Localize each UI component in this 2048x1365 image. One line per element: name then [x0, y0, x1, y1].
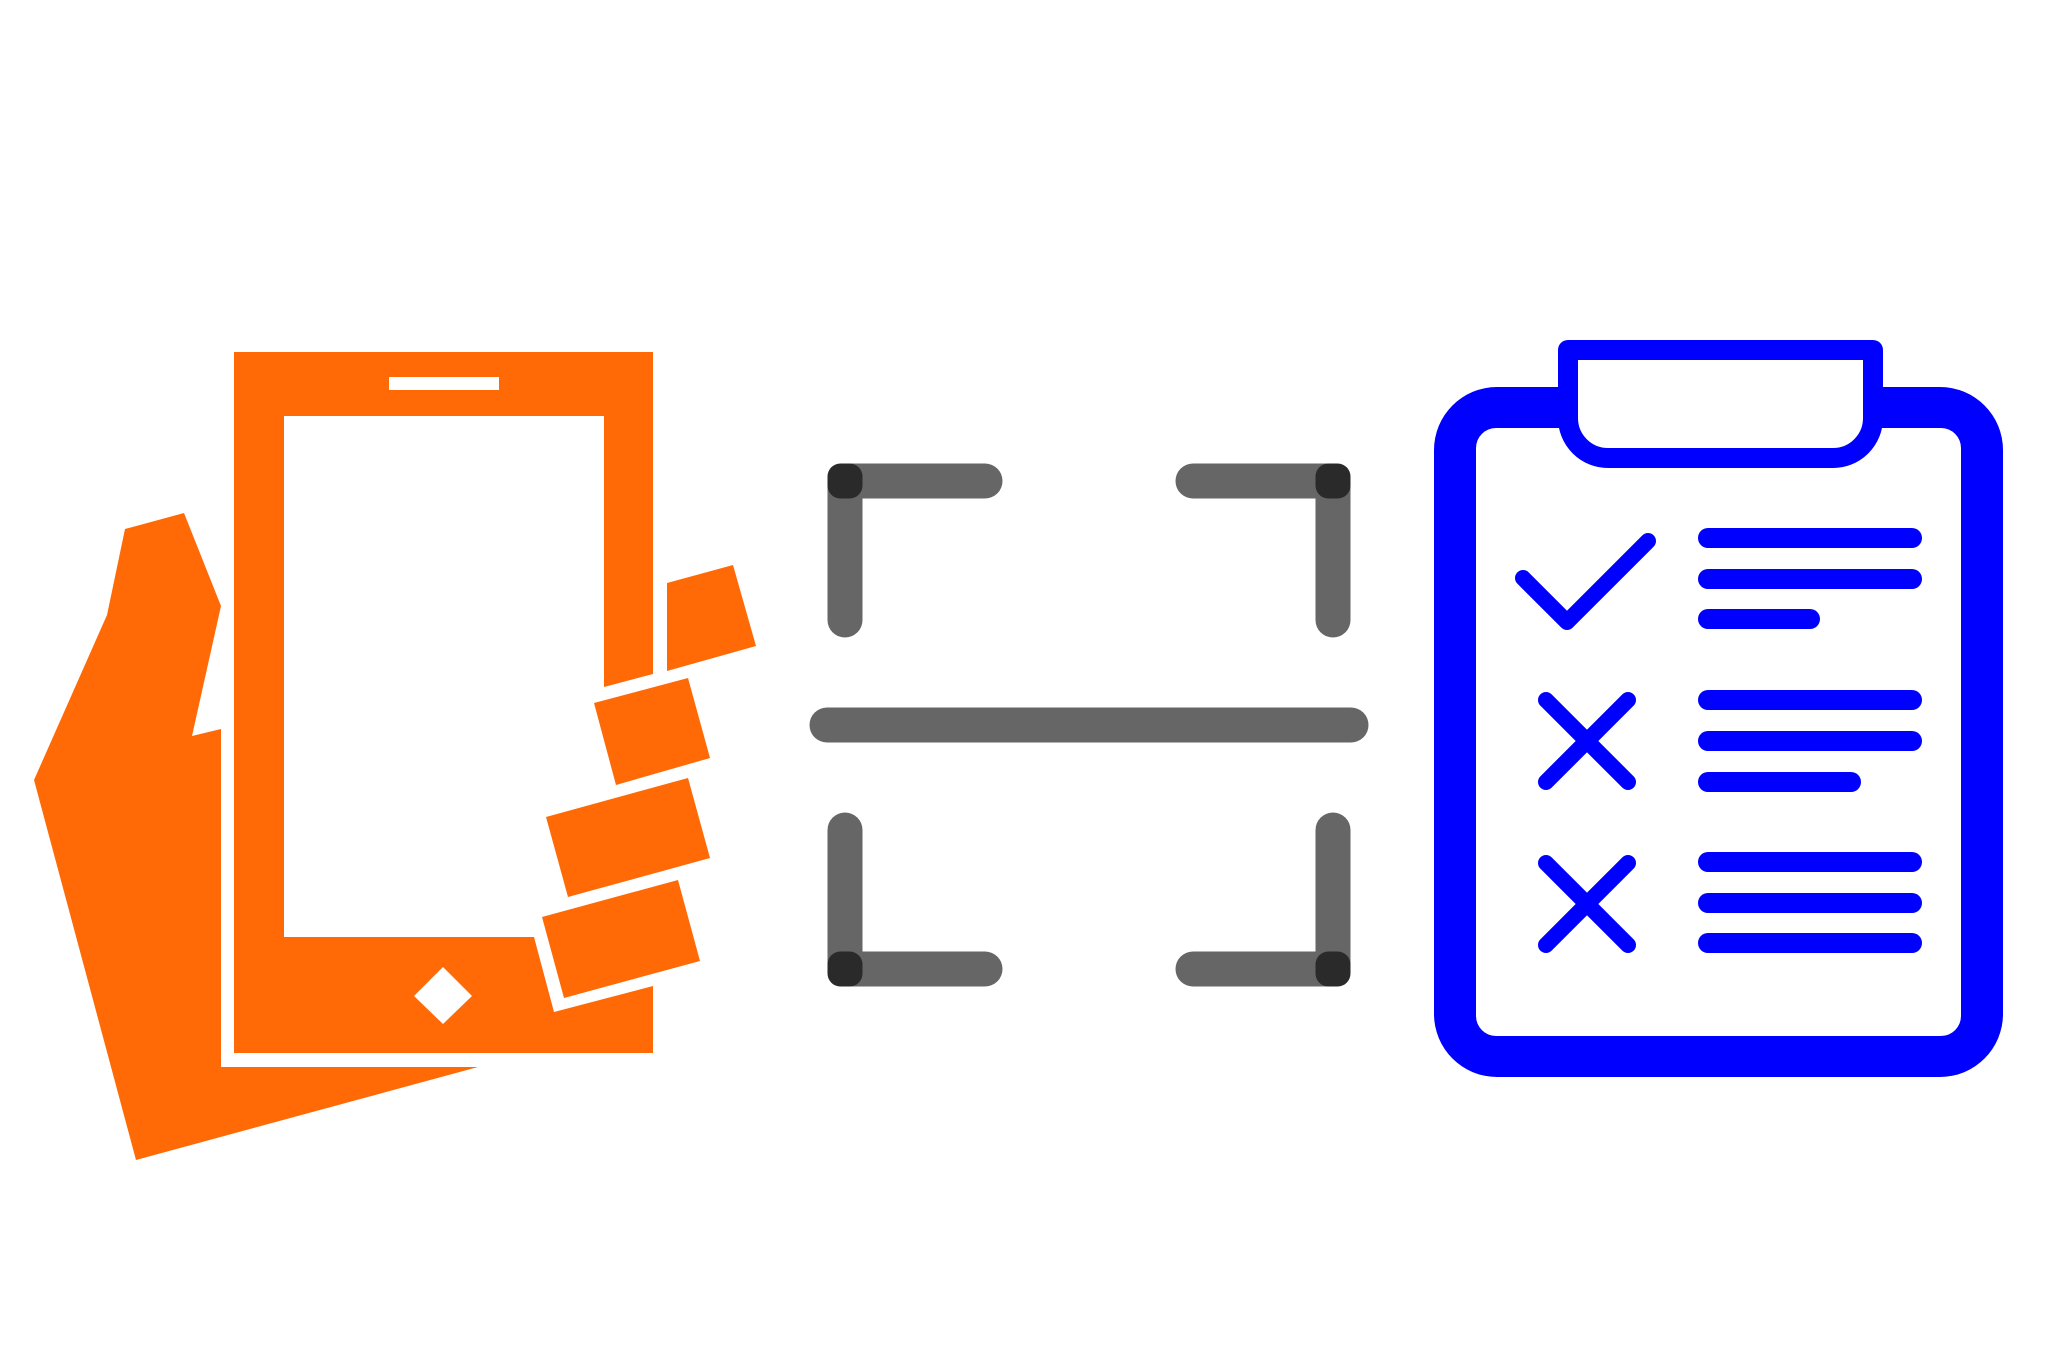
check-icon [1515, 533, 1656, 630]
checklist-item-1-lines [1698, 528, 1922, 629]
scan-corner-overlaps [827, 463, 1351, 987]
cross-icon [1538, 692, 1636, 790]
clipboard-checklist-icon [1434, 340, 2003, 1077]
finger-1 [667, 565, 756, 671]
hand-holding-phone-icon [34, 352, 756, 1160]
checklist-item-3-lines [1698, 852, 1922, 953]
finger-4 [542, 880, 700, 998]
finger-2 [594, 678, 710, 785]
cross-icon [1538, 855, 1636, 953]
phone-home-button [414, 967, 472, 1024]
hand-palm [34, 513, 478, 1160]
finger-3 [546, 778, 710, 897]
phone-speaker [389, 377, 499, 390]
phone-body [234, 352, 653, 1053]
checklist-item-2-lines [1698, 690, 1922, 792]
clipboard-clip [1558, 340, 1883, 468]
scan-frame-icon [809, 463, 1369, 987]
